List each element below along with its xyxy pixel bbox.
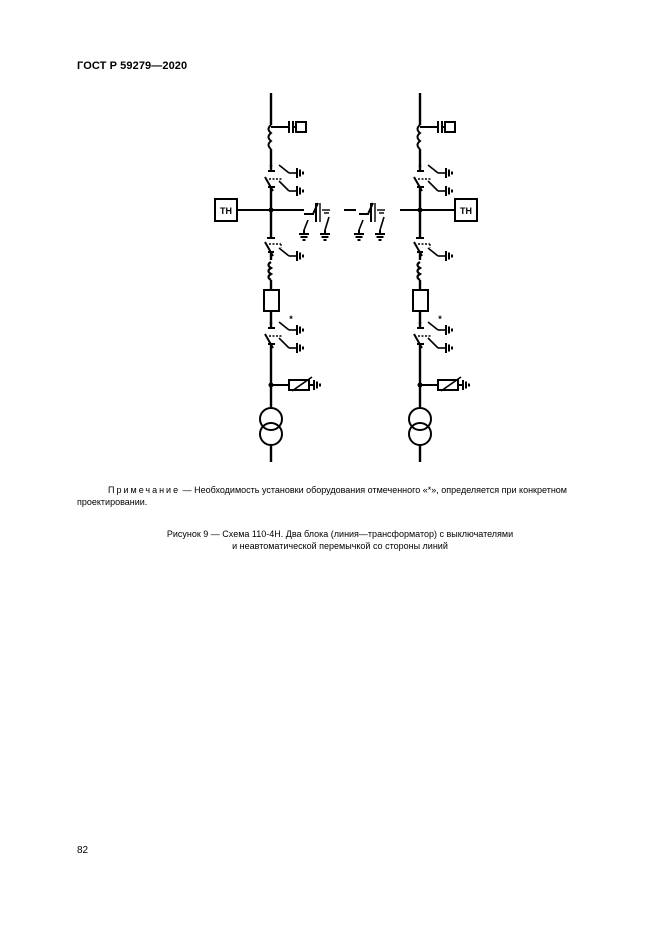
- left-vt-label: ТН: [220, 206, 232, 216]
- note-label: Примечание: [108, 485, 181, 495]
- right-voltage-transformer: [454, 198, 478, 222]
- figure-caption: Рисунок 9 — Схема 110-4Н. Два блока (лин…: [100, 528, 580, 552]
- caption-line-2: и неавтоматической перемычкой со стороны…: [232, 541, 448, 551]
- right-bay: [408, 93, 478, 462]
- optional-marker-left: *: [289, 314, 293, 324]
- figure-note: Примечание — Необходимость установки обо…: [77, 484, 622, 508]
- note-text: — Необходимость установки оборудования о…: [77, 485, 567, 507]
- right-vt-label: ТН: [460, 206, 472, 216]
- jumper-disconnectors: [300, 202, 400, 234]
- page-number: 82: [77, 845, 89, 856]
- optional-marker-right: *: [438, 314, 442, 324]
- single-line-diagram: ТН ТН * *: [214, 93, 478, 462]
- left-voltage-transformer: [214, 198, 238, 222]
- left-bay: [214, 93, 420, 462]
- document-header: ГОСТ Р 59279—2020: [77, 60, 188, 72]
- caption-line-1: Рисунок 9 — Схема 110-4Н. Два блока (лин…: [166, 529, 514, 539]
